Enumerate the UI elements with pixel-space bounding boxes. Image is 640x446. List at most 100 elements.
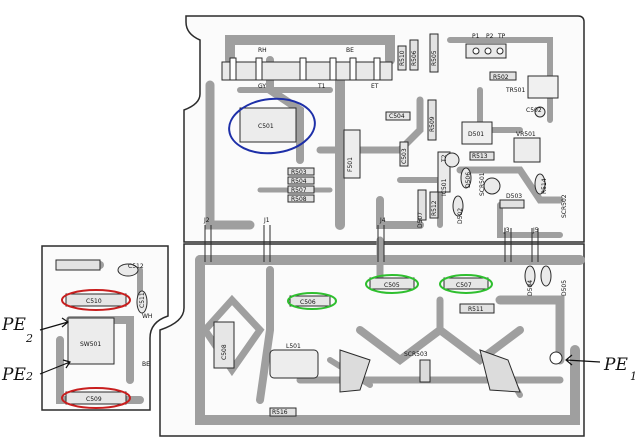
- lower-traces: [195, 236, 585, 425]
- scr503-heatsink: [339, 349, 521, 393]
- label-j5: J5: [532, 227, 539, 234]
- label-r516: R516: [272, 409, 288, 416]
- diode-d502: [452, 195, 464, 217]
- label-d507: D507: [417, 212, 424, 228]
- svg-text:2: 2: [25, 370, 33, 383]
- label-be: BE: [346, 47, 354, 54]
- label-wh: WH: [142, 313, 152, 320]
- red-highlight-c509: [61, 387, 131, 409]
- annotation-pe2-lower: PE 2: [1, 359, 71, 385]
- label-sw501: SW501: [80, 341, 101, 348]
- label-d503: D503: [506, 193, 522, 200]
- label-c511: C511: [139, 292, 146, 308]
- label-ic501: IC501: [441, 178, 448, 196]
- label-r511: R511: [468, 306, 484, 313]
- label-d502: D502: [457, 208, 464, 224]
- resistor-r516: [269, 407, 297, 417]
- capacitor-c509: [65, 391, 127, 405]
- diodes-d504-d505: [524, 265, 552, 287]
- resistor-r509: [427, 99, 437, 141]
- label-t2: T2: [441, 154, 448, 163]
- resistor-stack: [287, 167, 315, 203]
- label-f501: F501: [347, 157, 354, 172]
- label-rh: RH: [258, 47, 267, 54]
- green-highlight-c507: [439, 274, 493, 294]
- label-scr502: SCR502: [561, 194, 568, 218]
- variable-resistor-vr501: [513, 137, 541, 163]
- capacitor-t2: [444, 152, 460, 168]
- label-j2: J2: [203, 217, 210, 224]
- label-r513: R513: [472, 153, 488, 160]
- label-c509: C509: [86, 396, 102, 403]
- label-j4: J4: [379, 217, 386, 224]
- label-d506: D506: [465, 172, 472, 188]
- jumper-wires: [204, 225, 539, 262]
- capacitor-c501: [239, 107, 297, 143]
- label-be-left: BE: [142, 361, 150, 368]
- label-d505: D505: [561, 280, 568, 296]
- label-tp: TP: [497, 33, 506, 40]
- label-c508: C508: [221, 344, 228, 360]
- annotation-pe2-upper: PE 2: [1, 315, 70, 345]
- label-c505: C505: [384, 282, 400, 289]
- label-et: ET: [371, 83, 379, 90]
- label-c503: C503: [401, 148, 408, 164]
- label-tr501: TR501: [505, 87, 525, 94]
- capacitor-c507: [443, 277, 489, 290]
- label-p2: P2: [486, 33, 494, 40]
- label-t1: T1: [317, 83, 326, 90]
- label-r504: R504: [291, 178, 307, 185]
- diode-d506: [460, 167, 472, 189]
- label-r502: R502: [493, 74, 509, 81]
- svg-text:2: 2: [25, 332, 33, 345]
- label-c507: C507: [456, 282, 472, 289]
- label-r506: R506: [411, 50, 418, 66]
- label-r510: R510: [399, 50, 406, 66]
- label-vr501: VR501: [516, 131, 536, 138]
- label-p1: P1: [472, 33, 480, 40]
- label-r505: R505: [431, 50, 438, 66]
- resistor-r512: [429, 191, 439, 219]
- diode-d501: [461, 121, 493, 145]
- annotation-pe1-right: PE 1: [565, 354, 637, 383]
- svg-text:PE: PE: [1, 315, 26, 335]
- label-scr503: SCR503: [404, 351, 428, 358]
- label-j3: J3: [503, 227, 510, 234]
- label-l501: L501: [286, 343, 301, 350]
- resistors-top: [397, 33, 517, 81]
- svg-text:1: 1: [630, 370, 637, 383]
- fuse-f501: [343, 129, 361, 179]
- label-r508: R508: [291, 196, 307, 203]
- capacitor-c505: [369, 277, 415, 290]
- inductor-l501: [269, 349, 319, 379]
- capacitor-c506: [289, 295, 331, 307]
- label-j1: J1: [263, 217, 270, 224]
- svg-text:PE: PE: [603, 355, 628, 375]
- resistor-r513: [469, 151, 495, 161]
- label-c502: C502: [526, 107, 542, 114]
- connector-strip: [55, 259, 101, 271]
- capacitor-c508: [213, 321, 235, 369]
- label-scr501: SCR501: [479, 172, 486, 196]
- label-c510: C510: [86, 298, 102, 305]
- red-highlight-c510: [61, 289, 131, 311]
- terminal-p1-p2-tp: [465, 43, 507, 59]
- svg-text:PE: PE: [1, 365, 26, 385]
- terminal-block-gy-t1-et: [221, 57, 393, 81]
- capacitor-c512: [117, 263, 139, 277]
- resistor-r511: [459, 303, 495, 314]
- switch-sw501: [67, 317, 115, 365]
- label-d501: D501: [468, 131, 484, 138]
- mounting-hole: [549, 351, 563, 365]
- label-r507: R507: [291, 187, 307, 194]
- label-d504: D504: [527, 280, 534, 296]
- label-c501: C501: [258, 123, 274, 130]
- capacitor-c504: [385, 111, 411, 121]
- label-r503: R503: [291, 169, 307, 176]
- diode-d507: [417, 189, 427, 221]
- green-highlight-c505: [365, 274, 419, 294]
- capacitor-c502: [534, 106, 546, 118]
- label-r512: R512: [431, 200, 438, 216]
- resistor-r514: [534, 173, 546, 195]
